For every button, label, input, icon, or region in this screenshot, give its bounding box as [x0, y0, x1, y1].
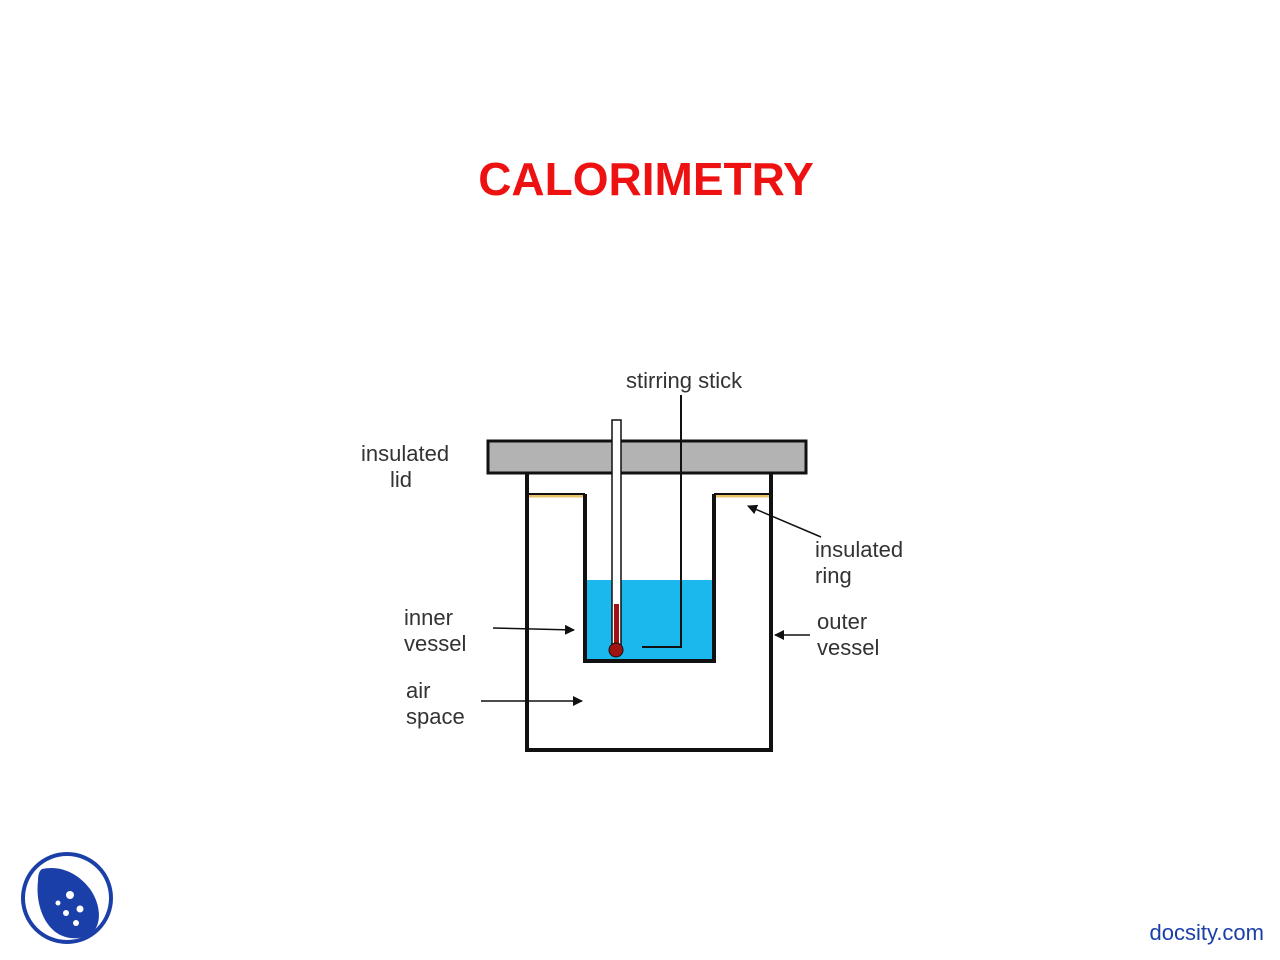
- label-outer-vessel-line2: vessel: [817, 635, 879, 660]
- label-air-space-line2: space: [406, 704, 465, 729]
- label-insulated-ring-line2: ring: [815, 563, 852, 588]
- label-inner-vessel-line1: inner: [404, 605, 453, 630]
- footer-site-link[interactable]: docsity.com: [1149, 920, 1264, 945]
- outer-vessel: [525, 474, 773, 752]
- thermometer-mercury: [614, 604, 619, 648]
- label-insulated-ring-line1: insulated: [815, 537, 903, 562]
- label-insulated-lid-line1: insulated: [361, 441, 449, 466]
- thermometer-bulb: [608, 642, 624, 658]
- arrow-insulated-ring: [747, 504, 822, 538]
- label-outer-vessel-line1: outer: [817, 609, 867, 634]
- label-stirring-stick: stirring stick: [626, 368, 743, 393]
- insulated-lid: [486, 439, 808, 475]
- slide-title: CALORIMETRY: [478, 153, 814, 205]
- inner-vessel: [583, 494, 716, 663]
- stirring-stick: [642, 395, 682, 648]
- label-insulated-lid-line2: lid: [390, 467, 412, 492]
- label-air-space-line1: air: [406, 678, 430, 703]
- arrow-inner-vessel: [492, 624, 575, 635]
- docsity-logo-icon: [21, 852, 113, 944]
- label-inner-vessel-line2: vessel: [404, 631, 466, 656]
